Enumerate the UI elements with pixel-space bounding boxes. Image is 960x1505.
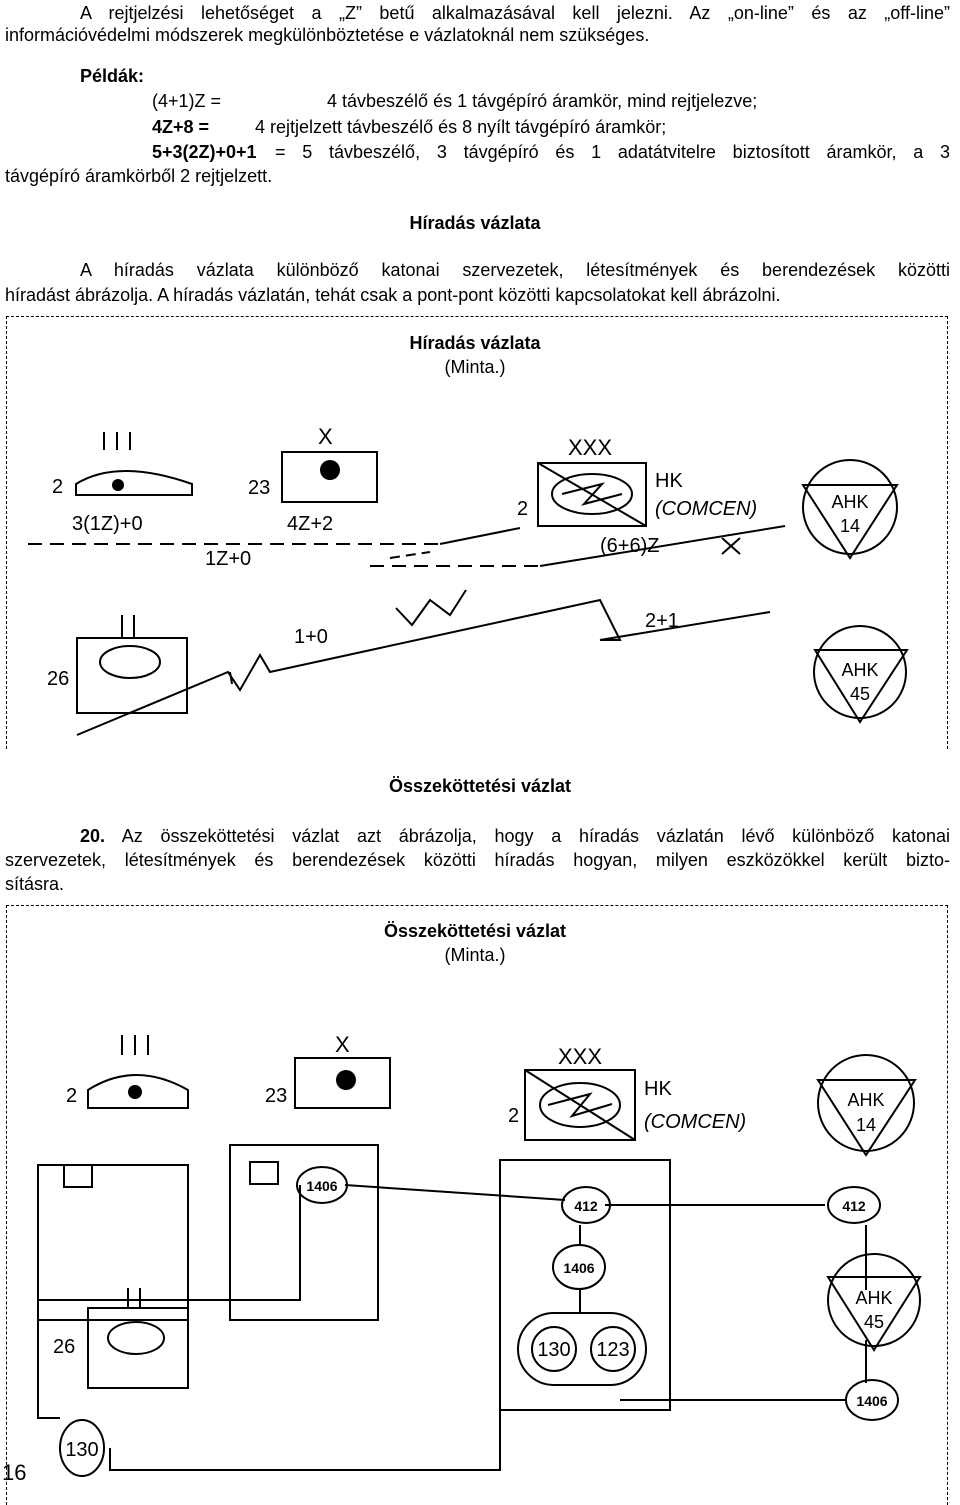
section-1-para-line-2: híradást ábrázolja. A híradás vázlatán, … — [5, 285, 781, 305]
d2-hk: HK — [644, 1078, 672, 1100]
d1-unit-26: 26 — [47, 668, 69, 690]
diagram-1-caption: Összeköttetési vázlat — [388, 776, 572, 796]
d1-ahk14-a: AHK — [831, 492, 868, 512]
d2-node-1406-c — [845, 1379, 899, 1421]
section-heading-hiradas: Híradás vázlata — [409, 213, 541, 233]
d2-unit-xxx-symbol — [524, 1069, 636, 1141]
section-2-para-line-2: szervezetek, létesítmények és berendezés… — [5, 850, 950, 870]
section-1-para-line-1: A híradás vázlata különböző katonai szer… — [80, 260, 950, 280]
d1-unit-x-circuit: 4Z+2 — [287, 513, 333, 535]
examples-heading: Példák: — [80, 66, 145, 86]
d1-ahk45-a: AHK — [841, 660, 878, 680]
d2-ahk14-b: 14 — [856, 1115, 876, 1135]
example-2-text: 4 rejtjelzett távbeszélő és 8 nyílt távg… — [255, 117, 667, 137]
d1-ahk14-b: 14 — [840, 516, 860, 536]
example-1-code: (4+1)Z = — [152, 91, 222, 111]
d1-radio-2-1: 2+1 — [645, 610, 679, 632]
diagram-1-title: Híradás vázlata — [409, 333, 541, 353]
d2-label-1406-b: 1406 — [563, 1260, 594, 1276]
intro-line-1: A rejtjelzési lehetőséget a „Z” betű alk… — [80, 3, 950, 23]
d1-hk: HK — [655, 470, 683, 492]
d2-ahk45-b: 45 — [864, 1312, 884, 1332]
section-2-para-num: 20. — [80, 826, 106, 846]
d2-unit-x-mark: X — [335, 1032, 350, 1057]
diagram-1-frame — [6, 316, 948, 749]
d2-label-1406-a: 1406 — [306, 1178, 337, 1194]
d1-unit-x-mark: X — [318, 424, 333, 449]
d1-unit-xxx-num: 2 — [517, 498, 528, 520]
d2-node-123 — [590, 1326, 636, 1372]
ahk-14-circle — [802, 459, 898, 555]
ahk-14-triangle — [801, 484, 899, 560]
d2-label-412-b: 412 — [842, 1198, 866, 1214]
d1-unit-x-num: 23 — [248, 477, 270, 499]
d2-panel-left — [37, 1164, 189, 1321]
unit-x-symbol — [281, 451, 378, 503]
example-3-code: 5+3(2Z)+0+1 — [152, 142, 257, 162]
d2-unit-xxx-num: 2 — [508, 1105, 519, 1127]
d2-panel-right — [499, 1159, 671, 1411]
section-2-para-line-1-text: Az összeköttetési vázlat azt ábrázolja, … — [121, 826, 951, 846]
section-2-para-line-1: 20. Az összeköttetési vázlat azt ábrázol… — [80, 825, 950, 847]
d2-comcen: (COMCEN) — [644, 1111, 746, 1133]
d1-comcen: (COMCEN) — [655, 498, 757, 520]
ahk-45-circle — [813, 625, 907, 719]
d2-unit-x-num: 23 — [265, 1085, 287, 1107]
section-2-para-line-3: sításra. — [5, 874, 65, 894]
example-2-code: 4Z+8 = — [152, 117, 210, 137]
d2-unit-26: 26 — [53, 1336, 75, 1358]
d2-label-130-b: 130 — [65, 1439, 98, 1461]
example-3-continuation: távgépíró áramkörből 2 rejtjelzett. — [5, 166, 273, 186]
d2-unit-x-symbol — [294, 1057, 391, 1109]
d2-node-412-b — [827, 1186, 881, 1224]
unit-26-symbol — [76, 615, 188, 714]
d2-node-group — [517, 1312, 647, 1386]
d1-link-6-6: (6+6)Z — [600, 535, 659, 557]
d2-label-412-a: 412 — [574, 1198, 598, 1214]
unit-iii-symbol — [75, 432, 193, 496]
diagram-2-title: Összeköttetési vázlat — [383, 921, 567, 941]
ahk-45-triangle — [813, 649, 909, 724]
d2-node-130-b — [59, 1419, 105, 1477]
d1-ahk45-b: 45 — [850, 684, 870, 704]
d2-panel-middle — [229, 1144, 379, 1321]
diagram-1-subtitle: (Minta.) — [444, 357, 506, 377]
unit-xxx-symbol — [537, 462, 647, 527]
link-6-6z — [539, 525, 786, 567]
d2-ahk45-a: AHK — [855, 1288, 892, 1308]
page-number: 16 — [2, 1460, 27, 1485]
d1-unit-xxx-mark: XXX — [568, 435, 612, 460]
d1-unit-iii-circuit: 3(1Z)+0 — [72, 513, 143, 535]
d2-label-123: 123 — [596, 1339, 629, 1361]
d2-ahk-45-symbol — [827, 1253, 921, 1347]
d2-ahk-14-symbol — [817, 1054, 915, 1152]
d2-node-130-a — [531, 1326, 577, 1372]
diagram-2-subtitle: (Minta.) — [444, 945, 506, 965]
d2-unit-iii-symbol — [87, 1035, 189, 1109]
d2-unit-xxx-mark: XXX — [558, 1044, 602, 1069]
d2-unit-26-symbol — [87, 1288, 189, 1389]
d2-node-412-a — [561, 1186, 611, 1224]
d1-radio-1-0: 1+0 — [294, 626, 328, 648]
example-1-text: 4 távbeszélő és 1 távgépíró áramkör, min… — [327, 91, 758, 111]
diagram-1-svg: 2 3(1Z)+0 1Z+0 X 23 4Z+2 XXX 2 HK (COMCE… — [28, 424, 909, 736]
d2-label-1406-c: 1406 — [856, 1393, 887, 1409]
d2-node-1406-b — [552, 1244, 606, 1290]
d2-label-130-a: 130 — [537, 1339, 570, 1361]
d1-unit-iii-num: 2 — [52, 476, 63, 498]
d2-ahk14-a: AHK — [847, 1090, 884, 1110]
d1-link-1z-label: 1Z+0 — [205, 548, 251, 570]
diagram-2-frame — [6, 905, 948, 1505]
d2-node-1406-a — [296, 1166, 348, 1204]
example-3-text: = 5 távbeszélő, 3 távgépíró és 1 adatátv… — [275, 142, 950, 162]
d2-unit-iii-num: 2 — [66, 1085, 77, 1107]
diagram-2-svg: 2 X 23 XXX 2 HK (COMCEN) AHK 14 1406 412… — [37, 1032, 922, 1477]
intro-line-2: információvédelmi módszerek megkülönbözt… — [5, 25, 650, 45]
